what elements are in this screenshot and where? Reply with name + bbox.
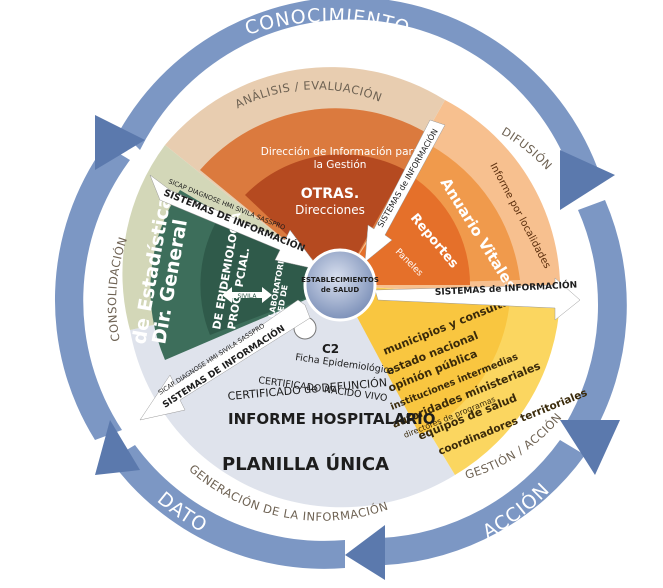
sector-otras (245, 154, 405, 285)
ring-arrowhead-dato (95, 420, 140, 475)
center-label-2: de SALUD (321, 286, 360, 294)
ring-segment-comunicacion (565, 200, 627, 440)
planilla-unica-label: PLANILLA ÚNICA (222, 453, 389, 475)
sector-generacion (130, 285, 455, 508)
ring-segment-dato (110, 445, 345, 569)
ring-arrowhead-informacion (95, 115, 145, 170)
ring-segment-accion (380, 440, 585, 565)
sivila-double-arrow: SIVILA (222, 287, 272, 303)
ring-segment-informacion (54, 145, 130, 440)
otras-label-1: OTRAS. (301, 186, 359, 202)
center-hub: ESTABLECIMIENTOS de SALUD (301, 248, 379, 322)
ring-arrowhead-comunicacion (560, 420, 620, 475)
sector-gestion-inner (340, 285, 510, 435)
center-label-1: ESTABLECIMIENTOS (301, 276, 379, 284)
otras-label-2: Direcciones (295, 203, 365, 217)
ring-segment-conocimiento (120, 0, 600, 185)
sector-epidemiologia (200, 215, 340, 335)
informe-hospitalario-label: INFORME HOSPITALARIO (228, 410, 436, 428)
ring-arrowhead-accion (345, 525, 385, 580)
direccion-label-1: Dirección de Información para (261, 146, 420, 158)
ring-arrowhead-conocimiento (560, 150, 615, 210)
sivila-label: SIVILA (237, 293, 257, 300)
sector-difusion-core (340, 175, 471, 285)
c2-label: C2 (322, 342, 339, 356)
direccion-label-2: la Gestión (314, 159, 367, 171)
